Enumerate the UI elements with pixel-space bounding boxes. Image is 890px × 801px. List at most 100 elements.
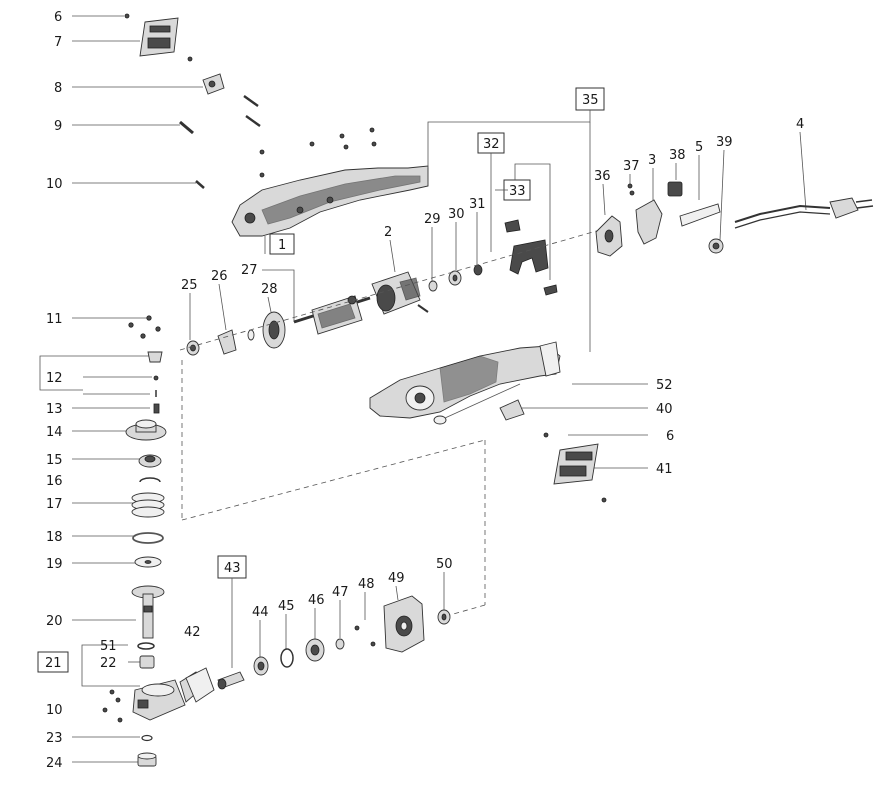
label-35: 35 bbox=[582, 93, 599, 108]
label-45: 45 bbox=[278, 599, 295, 614]
screws-10-lower bbox=[102, 689, 123, 723]
label-37: 37 bbox=[623, 159, 640, 174]
label-21-box bbox=[37, 651, 69, 673]
plate-26 bbox=[217, 329, 237, 355]
shaft-43 bbox=[217, 671, 245, 690]
stator-2 bbox=[371, 271, 429, 315]
label-30: 30 bbox=[448, 207, 465, 222]
label-10: 10 bbox=[46, 177, 63, 192]
label-40: 40 bbox=[656, 402, 673, 417]
screw-37 bbox=[627, 183, 633, 189]
left-labels: 6 7 8 9 10 11 12 13 14 15 16 17 18 19 20… bbox=[37, 10, 117, 771]
label-42: 42 bbox=[184, 625, 201, 640]
label-18: 18 bbox=[46, 530, 63, 545]
ring-51 bbox=[137, 642, 155, 650]
label-20: 20 bbox=[46, 614, 63, 629]
label-51: 51 bbox=[100, 639, 117, 654]
gear-row-parts bbox=[185, 595, 451, 703]
ring-31 bbox=[473, 264, 483, 276]
sleeve-22 bbox=[139, 655, 155, 669]
label-12: 12 bbox=[46, 371, 63, 386]
label-24: 24 bbox=[46, 756, 63, 771]
assembled-tool bbox=[369, 341, 561, 425]
left-leaders bbox=[39, 15, 203, 763]
label-plate-7 bbox=[139, 17, 179, 57]
label-8: 8 bbox=[54, 81, 62, 96]
label-plate-41 bbox=[553, 443, 599, 485]
screw-6 bbox=[124, 13, 130, 19]
washer-19 bbox=[134, 556, 162, 568]
left-parts bbox=[102, 13, 225, 767]
label-41: 41 bbox=[656, 462, 673, 477]
gear-46 bbox=[305, 638, 325, 662]
label-43: 43 bbox=[224, 561, 241, 576]
key-48 bbox=[354, 625, 360, 631]
label-48: 48 bbox=[358, 577, 375, 592]
assembly-axes bbox=[179, 229, 601, 616]
label-28: 28 bbox=[261, 282, 278, 297]
group-35: 35 bbox=[427, 87, 605, 352]
label-39: 39 bbox=[716, 135, 733, 150]
label-44: 44 bbox=[252, 605, 269, 620]
fan-28 bbox=[262, 311, 286, 349]
cable-sleeve-5 bbox=[679, 203, 721, 227]
label-47: 47 bbox=[332, 585, 349, 600]
circlip-16 bbox=[139, 477, 161, 483]
label-17: 17 bbox=[46, 497, 63, 512]
o-ring-18 bbox=[132, 532, 164, 544]
label-29: 29 bbox=[424, 212, 441, 227]
clamp-39 bbox=[708, 238, 724, 254]
label-2: 2 bbox=[384, 225, 392, 240]
bearing-50 bbox=[437, 609, 451, 625]
brush-holder bbox=[509, 239, 549, 275]
bearing-44 bbox=[253, 656, 269, 676]
label-1-box bbox=[269, 233, 295, 255]
spring-13 bbox=[153, 403, 160, 414]
ring-under-tool bbox=[433, 415, 447, 425]
spindle-20 bbox=[131, 585, 165, 639]
switch-38 bbox=[667, 181, 683, 197]
motor-row-parts bbox=[186, 219, 558, 356]
label-23: 23 bbox=[46, 731, 63, 746]
bushing-47 bbox=[335, 638, 345, 650]
brush-33b bbox=[543, 284, 558, 296]
motor-row-labels: 2 25 26 27 28 29 30 31 32 33 bbox=[181, 132, 551, 340]
label-7: 7 bbox=[54, 35, 62, 50]
ring-set-17 bbox=[131, 492, 165, 518]
label-32: 32 bbox=[483, 137, 500, 152]
flange-14 bbox=[125, 419, 167, 441]
bearing-15 bbox=[138, 454, 162, 468]
washer-26b bbox=[247, 329, 255, 341]
label-25: 25 bbox=[181, 278, 198, 293]
label-15: 15 bbox=[46, 453, 63, 468]
label-4: 4 bbox=[796, 117, 804, 132]
armature-27 bbox=[293, 295, 371, 335]
label-36: 36 bbox=[594, 169, 611, 184]
label-21: 21 bbox=[45, 656, 62, 671]
housing-half-1 bbox=[231, 165, 429, 254]
plate-40 bbox=[499, 399, 525, 421]
screws-11 bbox=[128, 315, 161, 339]
label-33: 33 bbox=[509, 184, 526, 199]
label-19: 19 bbox=[46, 557, 63, 572]
label-27: 27 bbox=[241, 263, 258, 278]
bearing-25 bbox=[186, 340, 200, 356]
pin-9 bbox=[179, 120, 194, 135]
label-1: 1 bbox=[278, 238, 286, 253]
nut-24 bbox=[137, 752, 157, 767]
label-6-right: 6 bbox=[666, 429, 674, 444]
label-31: 31 bbox=[469, 197, 486, 212]
screw-10 bbox=[195, 180, 205, 189]
right-side-parts bbox=[499, 399, 607, 503]
bearing-30 bbox=[448, 270, 462, 286]
label-46: 46 bbox=[308, 593, 325, 608]
housing-screws bbox=[243, 95, 377, 178]
right-side-labels: 52 40 6 41 bbox=[522, 378, 674, 477]
screw-6-right bbox=[543, 432, 549, 438]
power-cable-4 bbox=[734, 197, 874, 229]
label-26: 26 bbox=[211, 269, 228, 284]
brush-33 bbox=[504, 219, 521, 233]
rear-labels: 36 37 3 38 5 39 4 bbox=[594, 117, 807, 241]
